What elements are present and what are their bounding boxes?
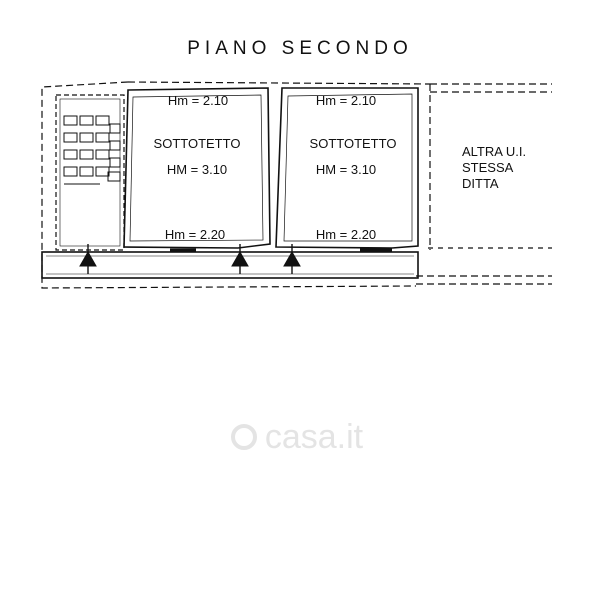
- stair-well: [55, 94, 125, 251]
- room-1-hm-top: Hm = 2.10: [168, 93, 228, 108]
- room-2-hm-top: Hm = 2.10: [316, 93, 376, 108]
- other-unit-line-3: DITTA: [462, 176, 499, 191]
- room-1: Hm = 2.10 SOTTOTETTO HM = 3.10 Hm = 2.20: [123, 87, 271, 249]
- outer-perimeter: [41, 81, 552, 289]
- room-2-hm-mid: HM = 3.10: [316, 162, 376, 177]
- arrow-up-icon: [231, 244, 249, 274]
- other-unit-line-1: ALTRA U.I.: [462, 144, 526, 159]
- room-2-hm-bottom: Hm = 2.20: [316, 227, 376, 242]
- arrow-up-icon: [79, 244, 97, 274]
- plan-title: PIANO SECONDO: [187, 38, 412, 59]
- watermark: casa.it: [196, 408, 398, 466]
- watermark-logo-icon: [230, 424, 257, 450]
- room-2: Hm = 2.10 SOTTOTETTO HM = 3.10 Hm = 2.20: [275, 87, 419, 249]
- section-arrows: [79, 244, 301, 274]
- other-unit-label: ALTRA U.I. STESSA DITTA: [462, 144, 526, 191]
- room-1-hm-bottom: Hm = 2.20: [165, 227, 225, 242]
- other-unit-line-2: STESSA: [462, 160, 514, 175]
- corridor: [41, 248, 419, 279]
- room-1-name: SOTTOTETTO: [154, 136, 241, 151]
- watermark-text: casa.it: [264, 417, 364, 456]
- room-1-hm-mid: HM = 3.10: [167, 162, 227, 177]
- arrow-up-icon: [283, 244, 301, 274]
- room-2-name: SOTTOTETTO: [310, 136, 397, 151]
- stair-steps: [63, 115, 121, 185]
